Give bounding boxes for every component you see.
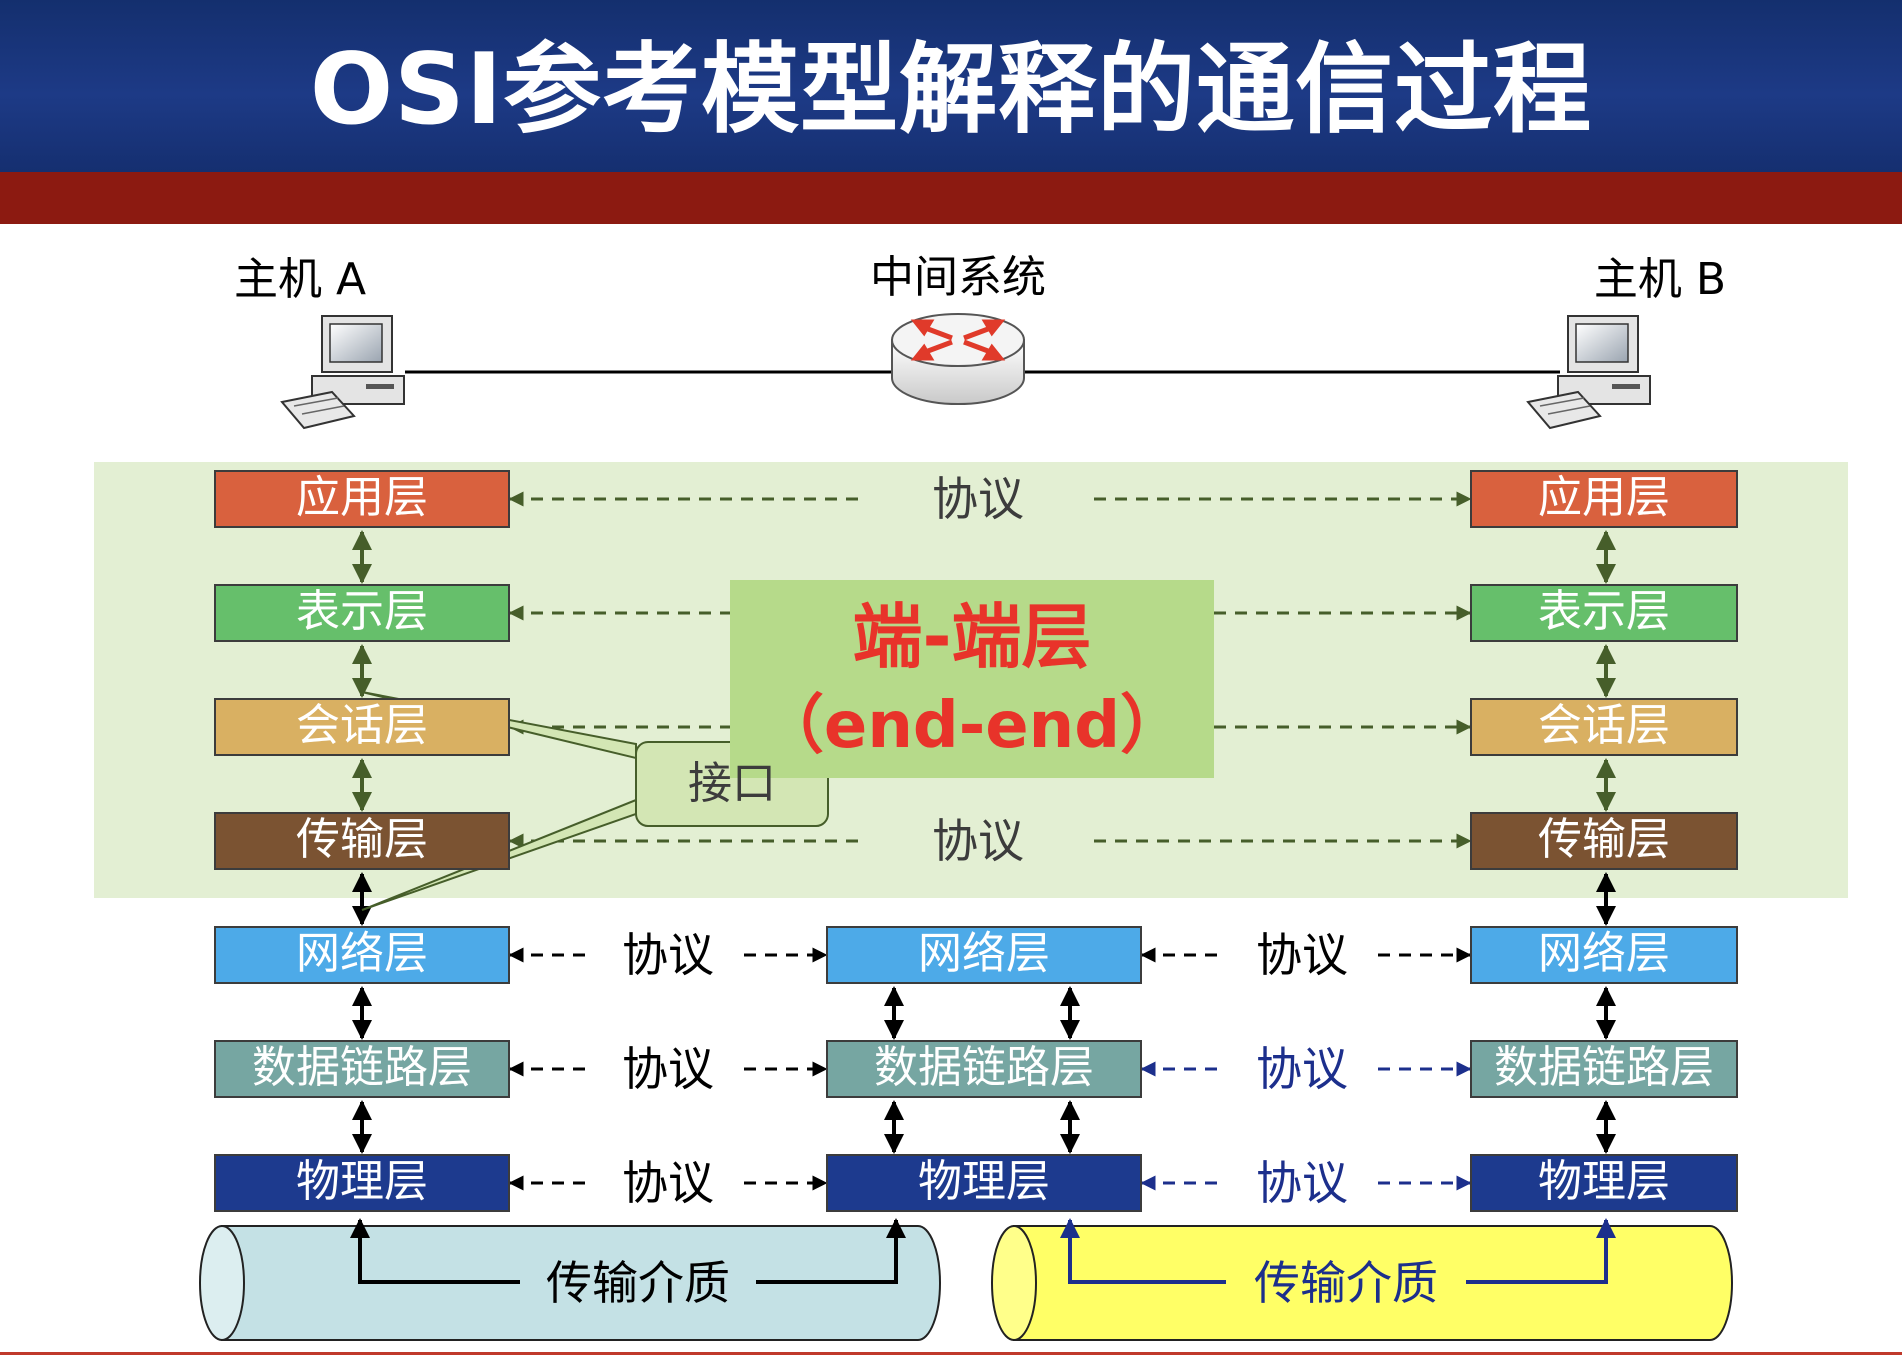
host-b-datalink-layer: 数据链路层 bbox=[1470, 1040, 1738, 1098]
end-end-box bbox=[730, 580, 1214, 778]
host-a-presentation-layer: 表示层 bbox=[214, 584, 510, 642]
protocol-label: 协议 bbox=[932, 814, 1024, 868]
protocol-label: 协议 bbox=[622, 1156, 714, 1210]
host-a-application-layer: 应用层 bbox=[214, 470, 510, 528]
host-b-presentation-layer: 表示层 bbox=[1470, 584, 1738, 642]
host-b-application-layer: 应用层 bbox=[1470, 470, 1738, 528]
medium-path-left bbox=[756, 1218, 906, 1284]
protocol-label: 协议 bbox=[1256, 1156, 1348, 1210]
protocol-label: 协议 bbox=[622, 928, 714, 982]
medium-label-right: 传输介质 bbox=[1254, 1256, 1438, 1310]
interface-label: 接口 bbox=[688, 758, 776, 809]
medium-right bbox=[991, 1225, 1733, 1341]
computer-icon bbox=[280, 315, 405, 430]
host-a-session-layer: 会话层 bbox=[214, 698, 510, 756]
medium-left bbox=[199, 1225, 941, 1341]
medium-path-left bbox=[350, 1218, 520, 1284]
medium-label-left: 传输介质 bbox=[546, 1256, 730, 1310]
medium-path-right bbox=[1466, 1218, 1616, 1284]
host-b-transport-layer: 传输层 bbox=[1470, 812, 1738, 870]
protocol-label: 协议 bbox=[1256, 928, 1348, 982]
title-bar: OSI参考模型解释的通信过程 bbox=[0, 0, 1902, 172]
protocol-label: 协议 bbox=[932, 472, 1024, 526]
host-a-physical-layer: 物理层 bbox=[214, 1154, 510, 1212]
host-a-datalink-layer: 数据链路层 bbox=[214, 1040, 510, 1098]
end-end-subtitle: （end-end） bbox=[759, 689, 1185, 763]
end-end-title: 端-端层 bbox=[852, 596, 1092, 678]
footer-line bbox=[0, 1352, 1902, 1355]
host-a-network-layer: 网络层 bbox=[214, 926, 510, 984]
host-b-label: 主机 B bbox=[1593, 254, 1727, 305]
host-a-label: 主机 A bbox=[233, 254, 367, 305]
middle-system-label: 中间系统 bbox=[870, 252, 1046, 303]
protocol-label: 协议 bbox=[1256, 1042, 1348, 1096]
protocol-label: 协议 bbox=[622, 1042, 714, 1096]
slide-title: OSI参考模型解释的通信过程 bbox=[309, 33, 1593, 147]
header-band bbox=[0, 172, 1902, 224]
host-b-session-layer: 会话层 bbox=[1470, 698, 1738, 756]
computer-icon bbox=[1526, 315, 1651, 430]
middle-network-layer: 网络层 bbox=[826, 926, 1142, 984]
middle-physical-layer: 物理层 bbox=[826, 1154, 1142, 1212]
host-a-transport-layer: 传输层 bbox=[214, 812, 510, 870]
host-b-physical-layer: 物理层 bbox=[1470, 1154, 1738, 1212]
medium-path-right bbox=[1060, 1218, 1226, 1284]
middle-datalink-layer: 数据链路层 bbox=[826, 1040, 1142, 1098]
router-icon bbox=[891, 313, 1025, 405]
host-b-network-layer: 网络层 bbox=[1470, 926, 1738, 984]
